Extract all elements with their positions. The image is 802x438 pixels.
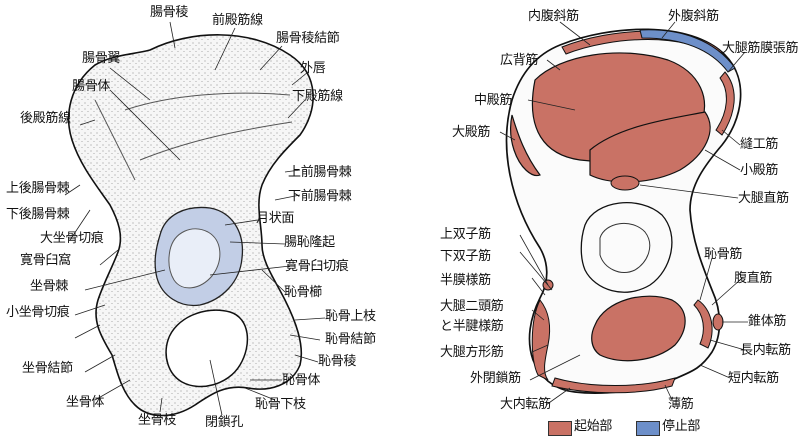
label-lesser-sciatic-notch: 小坐骨切痕: [6, 305, 70, 320]
label-ischial-tuberosity: 坐骨結節: [22, 361, 73, 376]
label-adductor-longus: 長内転筋: [740, 343, 791, 358]
label-iliopubic-eminence: 腸恥隆起: [284, 235, 335, 250]
label-pubic-body: 恥骨体: [282, 373, 321, 388]
label-posterior-inferior-iliac-spine: 下後腸骨棘: [6, 207, 70, 222]
label-tensor-fasciae-latae: 大腿筋膜張筋: [722, 41, 799, 56]
label-pectineus: 恥骨筋: [704, 247, 743, 262]
label-latissimus-dorsi: 広背筋: [500, 53, 539, 68]
obturator-externus-area: [591, 295, 686, 362]
right-hip-bone: [499, 21, 748, 406]
label-ischial-ramus: 坐骨枝: [138, 413, 177, 428]
label-posterior-gluteal-line: 後殿筋線: [20, 111, 71, 126]
label-ischial-spine: 坐骨棘: [30, 279, 69, 294]
gluteus-maximus-area: [510, 114, 541, 177]
label-inferior-gemellus: 下双子筋: [440, 249, 491, 264]
label-biceps-femoris: 大腿二頭筋: [440, 299, 504, 314]
right-acetabulum: [580, 202, 673, 293]
label-pyramidalis: 錐体筋: [748, 314, 787, 329]
label-iliac-tubercle: 腸骨稜結節: [276, 31, 340, 46]
label-pubic-crest: 恥骨稜: [318, 354, 357, 369]
pyramidalis-origin: [712, 313, 724, 331]
label-gluteus-minimus: 小殿筋: [740, 163, 779, 178]
label-obturator-foramen: 閉鎖孔: [205, 415, 244, 430]
legend-origin-label: 起始部: [574, 419, 613, 434]
left-hip-bone: [64, 21, 326, 417]
legend-insertion-swatch: [636, 421, 660, 436]
label-acetabular-notch: 寛骨臼切痕: [285, 259, 349, 274]
label-posterior-superior-iliac-spine: 上後腸骨棘: [6, 181, 70, 196]
label-acetabular-fossa: 寛骨臼窩: [20, 253, 71, 268]
label-quadratus-femoris: 大腿方形筋: [440, 345, 504, 360]
label-adductor-brevis: 短内転筋: [728, 371, 779, 386]
legend-insertion-label: 停止部: [662, 419, 701, 434]
left-leader-lines: [64, 21, 326, 416]
right-acetabular-fossa: [599, 223, 651, 273]
label-greater-sciatic-notch: 大坐骨切痕: [40, 231, 104, 246]
posterior-gluteal-line-curve: [94, 99, 136, 181]
label-anterior-gluteal-line: 前殿筋線: [212, 13, 263, 28]
pubic-origins: [693, 299, 713, 349]
label-rectus-femoris: 大腿直筋: [738, 191, 789, 206]
label-iliac-body: 腸骨体: [72, 79, 111, 94]
label-inferior-pubic-ramus: 恥骨下枝: [255, 397, 306, 412]
label-lunate-surface: 月状面: [256, 211, 295, 226]
label-external-oblique: 外腹斜筋: [668, 9, 719, 24]
label-outer-lip: 外唇: [300, 61, 326, 76]
label-gluteus-maximus: 大殿筋: [452, 125, 491, 140]
label-iliac-crest: 腸骨稜: [150, 5, 189, 20]
label-gluteus-medius: 中殿筋: [474, 93, 513, 108]
label-superior-gemellus: 上双子筋: [440, 227, 491, 242]
label-semitendinosus: と半腱様筋: [440, 319, 504, 334]
obturator-foramen-shape: [165, 309, 249, 388]
label-anterior-inferior-iliac-spine: 下前腸骨棘: [288, 189, 352, 204]
label-pubic-tubercle: 恥骨結節: [325, 332, 376, 347]
label-pecten-pubis: 恥骨櫛: [284, 285, 323, 300]
ischial-origins: [531, 299, 551, 381]
label-semimembranosus: 半膜様筋: [440, 273, 491, 288]
right-leader-lines: [499, 21, 748, 406]
label-ischial-body: 坐骨体: [66, 395, 105, 410]
label-obturator-externus: 外閉鎖筋: [470, 371, 521, 386]
external-oblique-insertion: [639, 29, 736, 73]
label-internal-oblique: 内腹斜筋: [528, 9, 579, 24]
label-anterior-superior-iliac-spine: 上前腸骨棘: [288, 165, 352, 180]
label-superior-pubic-ramus: 恥骨上枝: [325, 309, 376, 324]
tensor-origin: [715, 71, 735, 136]
rectus-femoris-origin: [610, 175, 640, 191]
inferior-gluteal-line-curve: [139, 121, 293, 161]
label-gracilis: 薄筋: [668, 397, 694, 412]
label-rectus-abdominis: 腹直筋: [734, 271, 773, 286]
label-adductor-magnus: 大内転筋: [500, 397, 551, 412]
acetabular-fossa-shape: [168, 228, 221, 289]
adductor-magnus-origin: [551, 377, 676, 394]
label-sartorius: 縫工筋: [740, 137, 779, 152]
label-iliac-wing: 腸骨翼: [82, 51, 121, 66]
anterior-gluteal-line-curve: [124, 92, 291, 111]
legend-origin-swatch: [548, 421, 572, 436]
label-inferior-gluteal-line: 下殿筋線: [292, 89, 343, 104]
